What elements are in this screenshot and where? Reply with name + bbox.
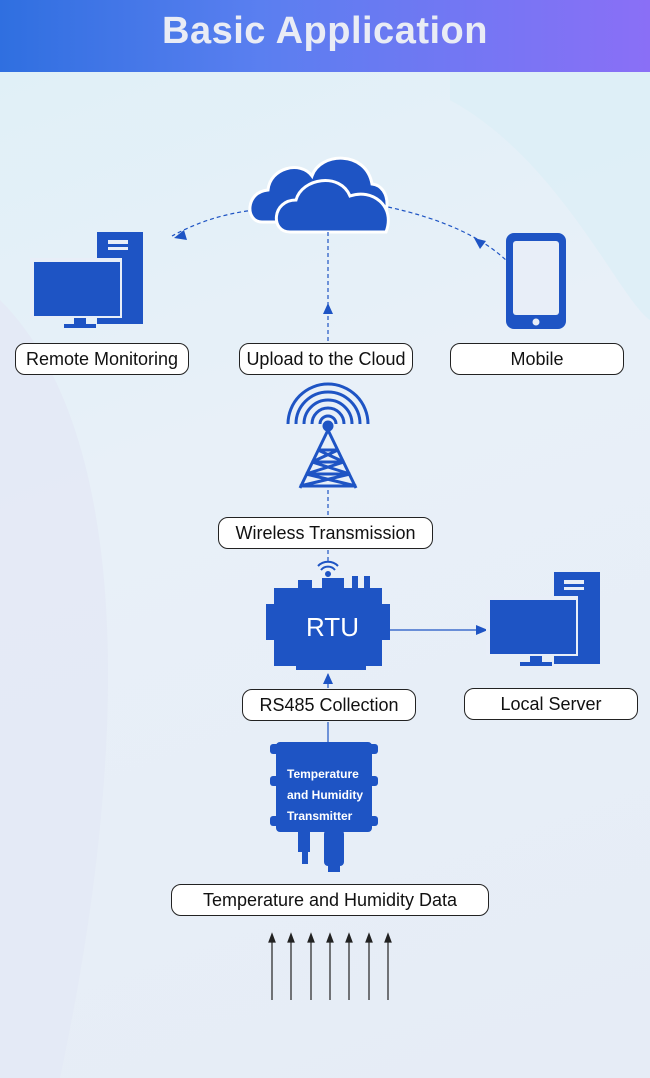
rtu-label: RTU <box>306 612 359 642</box>
arrow-head <box>476 625 488 635</box>
transmitter-label: Temperature and Humidity Transmitter <box>287 764 363 827</box>
transmitter-label-line1: Temperature <box>287 767 359 781</box>
computer-icon <box>30 232 143 328</box>
background-wave <box>0 300 109 1078</box>
arc-to-monitor <box>171 209 256 237</box>
label-mobile: Mobile <box>450 343 624 375</box>
background-wave <box>450 72 650 320</box>
transmitter-label-line2: and Humidity <box>287 788 364 802</box>
arrow-head <box>174 230 187 240</box>
cloud-icon <box>248 156 390 234</box>
server-icon <box>486 572 600 666</box>
arc-to-mobile <box>387 206 509 263</box>
wifi-icon <box>317 560 339 577</box>
sensor-icon <box>270 742 378 872</box>
label-upload-cloud: Upload to the Cloud <box>239 343 413 375</box>
label-temperature-humidity-data: Temperature and Humidity Data <box>171 884 489 916</box>
signal-tower-icon <box>286 382 370 489</box>
rtu-device-icon <box>266 576 390 670</box>
label-remote-monitoring: Remote Monitoring <box>15 343 189 375</box>
data-arrows <box>268 932 392 1000</box>
arrow-head <box>323 673 333 684</box>
arrow-head <box>474 238 486 249</box>
label-local-server: Local Server <box>464 688 638 720</box>
transmitter-label-line3: Transmitter <box>287 809 353 823</box>
arrow-head <box>323 303 333 314</box>
header-banner: Basic Application <box>0 0 650 72</box>
label-wireless-transmission: Wireless Transmission <box>218 517 433 549</box>
label-rs485-collection: RS485 Collection <box>242 689 416 721</box>
mobile-phone-icon <box>506 233 566 329</box>
page-title: Basic Application <box>162 10 488 52</box>
